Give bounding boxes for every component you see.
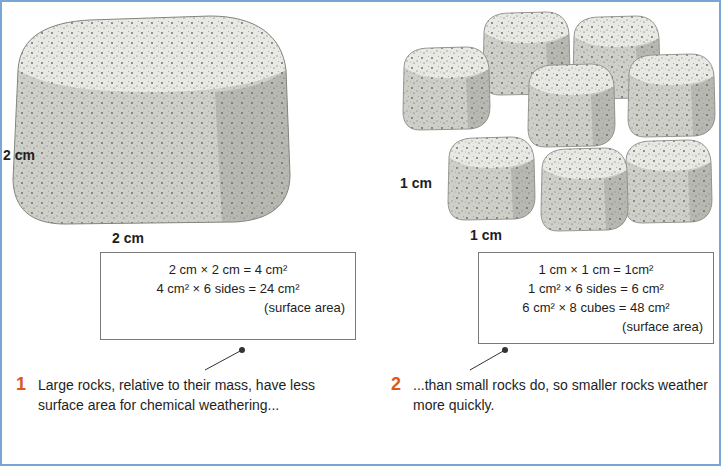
dimension-label-holder: 1 cm: [470, 226, 502, 244]
dimension-label: 2 cm: [112, 230, 144, 246]
small-rock: [541, 148, 628, 231]
dimension-label-holder: 1 cm: [400, 174, 432, 192]
calculation-line: 4 cm² × 6 sides = 24 cm²: [111, 279, 345, 298]
small-rock: [625, 140, 712, 223]
dimension-label: 1 cm: [400, 175, 432, 191]
callout-number: 1: [16, 374, 26, 394]
calculation-box: 1 cm × 1 cm = 1cm²1 cm² × 6 sides = 6 cm…: [478, 252, 714, 344]
small-rocks: [403, 12, 715, 231]
leader-line: [470, 347, 508, 370]
dimension-label: 2 cm: [3, 147, 35, 163]
small-rock: [528, 64, 615, 147]
dimension-label-holder: 2 cm: [3, 146, 35, 164]
calculation-line: 1 cm² × 6 sides = 6 cm²: [489, 279, 703, 298]
large-rock: [13, 16, 290, 224]
caption-text: Large rocks, relative to their mass, hav…: [38, 377, 315, 413]
callout-number: 2: [391, 374, 401, 394]
calculation-box: 2 cm × 2 cm = 4 cm²4 cm² × 6 sides = 24 …: [100, 252, 356, 340]
small-rock: [448, 137, 535, 220]
dimension-label-holder: 2 cm: [112, 229, 144, 247]
calculation-line: (surface area): [489, 317, 703, 336]
calculation-line: (surface area): [111, 298, 345, 317]
dimension-label: 1 cm: [470, 227, 502, 243]
calculation-line: 1 cm × 1 cm = 1cm²: [489, 260, 703, 279]
small-rock: [628, 54, 715, 137]
leader-line: [205, 347, 245, 370]
small-rock: [403, 47, 490, 130]
callout-number-holder: 2: [391, 374, 401, 394]
caption-text: ...than small rocks do, so smaller rocks…: [413, 377, 708, 413]
calculation-line: 6 cm² × 8 cubes = 48 cm²: [489, 298, 703, 317]
caption-text-holder: ...than small rocks do, so smaller rocks…: [413, 375, 713, 415]
calculation-line: 2 cm × 2 cm = 4 cm²: [111, 260, 345, 279]
caption-text-holder: Large rocks, relative to their mass, hav…: [38, 375, 338, 415]
callout-number-holder: 1: [16, 374, 26, 394]
